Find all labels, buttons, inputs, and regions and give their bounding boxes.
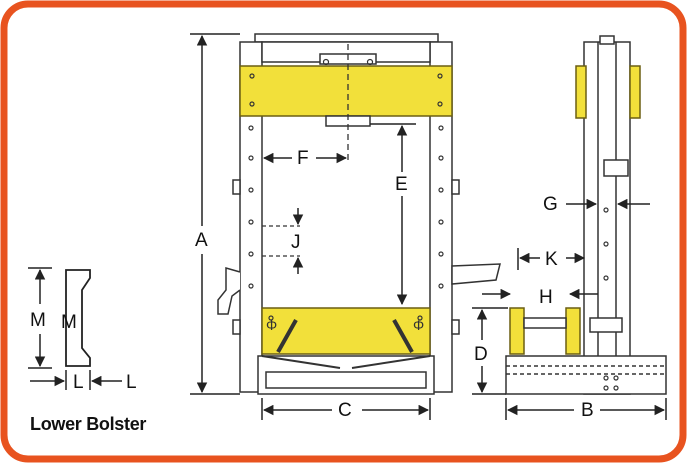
phi-mark-left: Φ bbox=[266, 317, 277, 333]
column-holes bbox=[248, 58, 444, 321]
side-bolster-top bbox=[575, 65, 587, 119]
lower-bolster bbox=[261, 307, 431, 355]
side-base bbox=[505, 355, 667, 395]
dim-label-e: E bbox=[395, 174, 408, 195]
dimension-lines bbox=[190, 33, 667, 420]
inset-bolster-profile bbox=[65, 269, 91, 367]
dim-label-f: F bbox=[297, 148, 309, 169]
dim-label-j: J bbox=[291, 232, 301, 253]
left-column bbox=[239, 41, 263, 393]
right-column bbox=[429, 41, 453, 393]
dim-label-c: C bbox=[338, 400, 352, 421]
side-view bbox=[505, 35, 667, 395]
inset-label-m-right: M bbox=[61, 312, 77, 333]
phi-mark-right: Φ bbox=[413, 317, 424, 333]
inset-caption: Lower Bolster bbox=[30, 414, 146, 434]
dim-label-d: D bbox=[474, 344, 488, 365]
inset-dimension-lines bbox=[28, 267, 122, 390]
inset-label-m-left: M bbox=[30, 310, 46, 331]
upper-bolster bbox=[239, 65, 453, 117]
front-view bbox=[217, 33, 501, 395]
inset-label-l-left: L bbox=[73, 372, 84, 393]
dim-label-h: H bbox=[539, 287, 553, 308]
dim-label-b: B bbox=[581, 400, 594, 421]
dim-label-k: K bbox=[545, 249, 558, 270]
dim-label-a: A bbox=[195, 230, 208, 251]
inset-label-l-right: L bbox=[126, 372, 137, 393]
dim-label-g: G bbox=[543, 194, 558, 215]
